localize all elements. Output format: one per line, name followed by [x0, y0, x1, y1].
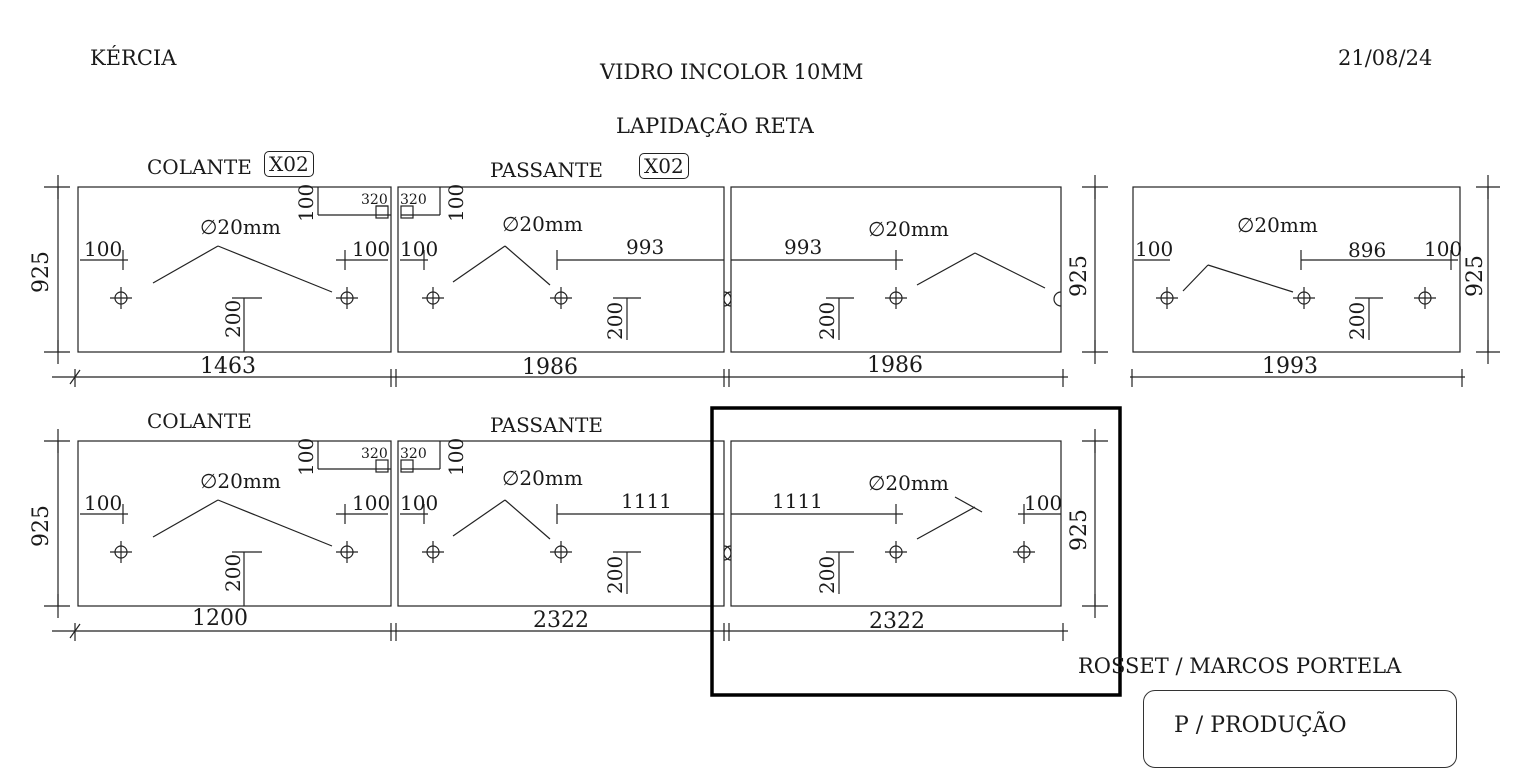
panel-6-dim-span: 1111 — [621, 489, 672, 513]
panel-1-dim-corner-v: 100 — [294, 184, 318, 222]
panel-6-hole-diameter: ∅20mm — [502, 466, 583, 490]
panel-2-hole-diameter: ∅20mm — [502, 212, 583, 236]
panel-6-outline — [397, 440, 725, 607]
panel-7-hole-diameter: ∅20mm — [868, 471, 949, 495]
panel-3-dim-span: 993 — [784, 235, 822, 259]
panel-4-width: 1993 — [1262, 354, 1318, 379]
panel-5-width: 1200 — [192, 606, 248, 631]
finish-title: LAPIDAÇÃO RETA — [616, 114, 814, 138]
panel-5-dim-corner-h: 320 — [361, 446, 388, 462]
panel-4-dim-left: 100 — [1135, 237, 1173, 261]
panel-5-hole-diameter: ∅20mm — [200, 469, 281, 493]
panel-5-outline — [77, 440, 392, 607]
panel-5-dim-corner-v: 100 — [294, 438, 318, 476]
panel-6-dim-corner-v: 100 — [444, 438, 468, 476]
panel-7-outline — [730, 440, 1062, 607]
client-name: KÉRCIA — [90, 46, 177, 70]
panel-6-dim-corner-h: 320 — [400, 446, 427, 462]
panel-7-width: 2322 — [869, 609, 925, 634]
row2-passante-label: PASSANTE — [490, 413, 603, 437]
panel-2-dim-corner-v: 100 — [444, 184, 468, 222]
panel-7-dim-bottom: 200 — [815, 556, 839, 594]
row1-passante-qty-badge: X02 — [639, 153, 689, 179]
panel-1-width: 1463 — [200, 354, 256, 379]
row1-colante-qty-badge: X02 — [264, 151, 314, 177]
panel-1-dim-left: 100 — [84, 237, 122, 261]
panel-6-dim-bottom: 200 — [603, 556, 627, 594]
panel-1-dim-right: 100 — [352, 237, 390, 261]
panel-5-dim-left: 100 — [84, 491, 122, 515]
panel-2-dim-corner-h: 320 — [400, 192, 427, 208]
panel-1-outline — [77, 186, 392, 353]
panel-1-height: 925 — [29, 251, 54, 293]
panel-5-dim-right: 100 — [352, 491, 390, 515]
panel-7-dim-span: 1111 — [772, 489, 823, 513]
production-stamp: P / PRODUÇÃO — [1143, 690, 1457, 768]
panel-4-hole-diameter: ∅20mm — [1237, 213, 1318, 237]
panel-7-dim-right: 100 — [1024, 491, 1062, 515]
panel-3-outline — [730, 186, 1062, 353]
drawing-date: 21/08/24 — [1338, 46, 1433, 70]
panel-5-dim-bottom: 200 — [221, 554, 245, 592]
panel-6-width: 2322 — [533, 608, 589, 633]
panel-2-dim-bottom: 200 — [603, 302, 627, 340]
highlight-box — [710, 406, 1122, 697]
panel-4-dim-span: 896 — [1348, 238, 1386, 262]
row1-colante-label: COLANTE — [147, 155, 252, 179]
panel-7-height: 925 — [1067, 509, 1092, 551]
panel-1-dim-corner-h: 320 — [361, 192, 388, 208]
material-title: VIDRO INCOLOR 10MM — [600, 60, 864, 84]
panel-4-height: 925 — [1463, 255, 1488, 297]
production-stamp-text: P / PRODUÇÃO — [1174, 713, 1347, 738]
row1-passante-label: PASSANTE — [490, 158, 603, 182]
panel-4-dim-right: 100 — [1424, 237, 1462, 261]
panel-3-width: 1986 — [867, 353, 923, 378]
panel-4-dim-bottom: 200 — [1345, 302, 1369, 340]
client-reference: ROSSET / MARCOS PORTELA — [1078, 654, 1402, 678]
panel-1-dim-bottom: 200 — [221, 300, 245, 338]
panel-5-height: 925 — [29, 505, 54, 547]
panel-3-height: 925 — [1067, 255, 1092, 297]
panel-4-outline — [1132, 186, 1461, 353]
panel-3-dim-bottom: 200 — [815, 302, 839, 340]
row2-colante-label: COLANTE — [147, 409, 252, 433]
panel-6-dim-left: 100 — [400, 491, 438, 515]
panel-2-width: 1986 — [522, 355, 578, 380]
panel-2-outline — [397, 186, 725, 353]
panel-2-dim-left: 100 — [400, 237, 438, 261]
panel-1-hole-diameter: ∅20mm — [200, 215, 281, 239]
panel-3-hole-diameter: ∅20mm — [868, 217, 949, 241]
panel-2-dim-span: 993 — [626, 235, 664, 259]
